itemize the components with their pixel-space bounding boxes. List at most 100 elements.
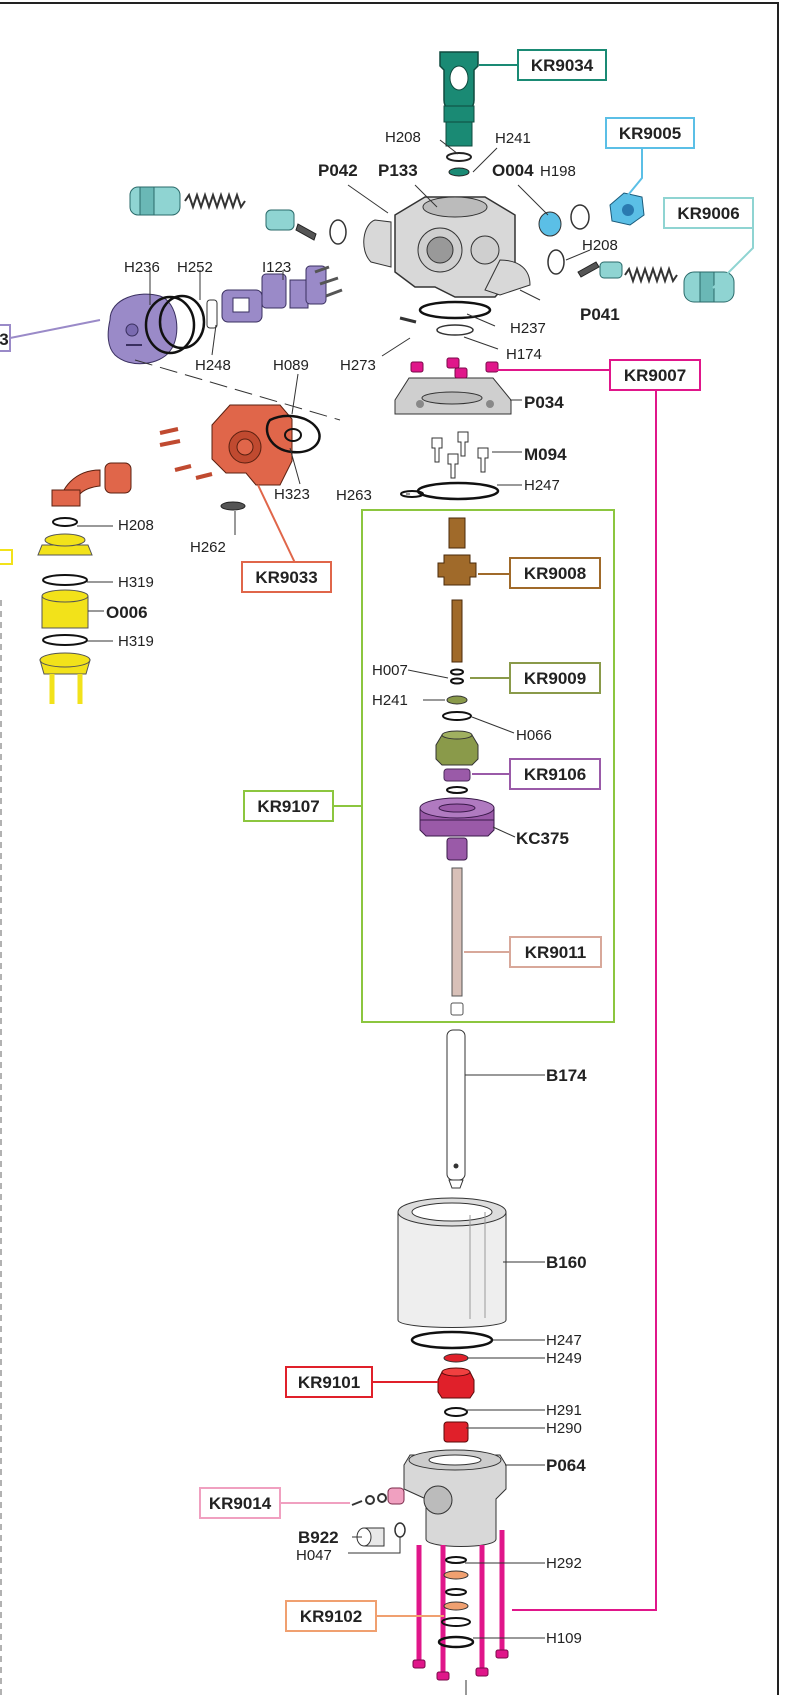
callout-kr9102: KR9102 (285, 1600, 377, 1632)
right-spring-assembly (547, 249, 735, 303)
callout-box (609, 359, 701, 391)
part-label-h247-bot: H247 (546, 1332, 582, 1349)
callout-label: KR9006 (677, 204, 739, 223)
callout-label: KR9034 (531, 56, 594, 75)
part-label-b922: B922 (298, 1528, 339, 1547)
part-label-b160: B160 (546, 1253, 587, 1272)
part-label-h198: H198 (540, 163, 576, 180)
part-label-m094: M094 (524, 445, 567, 464)
callout-box (241, 561, 332, 593)
part-label-h047: H047 (296, 1547, 332, 1564)
part-label-h262: H262 (190, 539, 226, 556)
callout-label: KR9106 (524, 765, 586, 784)
part-label-h273: H273 (340, 357, 376, 374)
part-label-h236: H236 (124, 259, 160, 276)
callout-label: KR9102 (300, 1607, 362, 1626)
elbow-housing-part (51, 404, 293, 511)
part-label-h291: H291 (546, 1402, 582, 1419)
part-label-p042: P042 (318, 161, 358, 180)
callout-label: KR9033 (255, 568, 317, 587)
callout-kr9005: KR9005 (605, 117, 695, 149)
tie-rods (416, 1530, 505, 1675)
callout-kr9034: KR9034 (517, 49, 607, 81)
part-label-h208-right: H208 (582, 237, 618, 254)
upper-plate-part (394, 377, 512, 415)
part-label-h007: H007 (372, 662, 408, 679)
yellow-manifold-part (37, 517, 93, 704)
callout-box (243, 790, 334, 822)
callout-kr9101: KR9101 (285, 1366, 373, 1398)
part-label-h263: H263 (336, 487, 372, 504)
part-label-h319-a: H319 (118, 574, 154, 591)
callout-kr9007: KR9007 (609, 359, 701, 391)
part-label-i123: I123 (262, 259, 291, 276)
valve-spool-parts (206, 265, 343, 329)
part-label-h089: H089 (273, 357, 309, 374)
callout-kr9008: KR9008 (509, 557, 601, 589)
callout-box (509, 758, 601, 790)
callout-kr9107: KR9107 (243, 790, 334, 822)
callout-label: KR9101 (298, 1373, 360, 1392)
callout-kr9106: KR9106 (509, 758, 601, 790)
part-label-h290: H290 (546, 1420, 582, 1437)
callout-box (517, 49, 607, 81)
lifting-eye-part (439, 51, 479, 177)
part-label-h109: H109 (546, 1630, 582, 1647)
callout-kr9033: KR9033 (241, 561, 332, 593)
callout-box (199, 1487, 281, 1519)
callout-kr9006: KR9006 (663, 197, 754, 229)
bleed-valve-parts (351, 1487, 405, 1506)
part-label-o004: O004 (492, 161, 534, 180)
magenta-plugs (410, 357, 499, 379)
callout-label: KR9014 (209, 1494, 272, 1513)
callout-kr9009: KR9009 (509, 662, 601, 694)
part-label-h241-top: H241 (495, 130, 531, 147)
part-label-h208-left: H208 (118, 517, 154, 534)
callout-box (663, 197, 754, 229)
callout-label: KR9009 (524, 669, 586, 688)
part-label-p064: P064 (546, 1456, 586, 1475)
callout-label: KR9011 (525, 943, 586, 962)
part-label-h174: H174 (506, 346, 542, 363)
callout-label: KR9107 (257, 797, 319, 816)
part-label-h248: H248 (195, 357, 231, 374)
part-label-p034: P034 (524, 393, 564, 412)
callout-label: KR9007 (624, 366, 686, 385)
callout-box (509, 557, 601, 589)
main-body-part (363, 196, 531, 298)
pilot-spool-part (437, 517, 477, 663)
callout-box (509, 662, 601, 694)
part-label-o006: O006 (106, 603, 148, 622)
part-label-h319-b: H319 (118, 633, 154, 650)
air-valve-cap (107, 293, 178, 365)
part-label-h247-top: H247 (524, 477, 560, 494)
cylinder-b160 (397, 1197, 507, 1328)
callout-label: KR9005 (619, 124, 681, 143)
part-label-h066: H066 (516, 727, 552, 744)
svg-text:3: 3 (0, 330, 9, 349)
left-spring-assembly (129, 186, 347, 245)
callout-box (605, 117, 695, 149)
part-label-h323: H323 (274, 486, 310, 503)
part-label-h241-mid: H241 (372, 692, 408, 709)
piston-rod-part (450, 867, 464, 1016)
callout-box (509, 936, 602, 968)
part-label-kc375: KC375 (516, 829, 569, 848)
piston-part (419, 797, 495, 861)
callout-box (285, 1366, 373, 1398)
callout-box (285, 1600, 377, 1632)
part-label-h237: H237 (510, 320, 546, 337)
callout-label: KR9008 (524, 564, 586, 583)
fitting-part (609, 192, 645, 226)
part-label-h292: H292 (546, 1555, 582, 1572)
part-label-h208-top: H208 (385, 129, 421, 146)
check-valve-seat (437, 1367, 475, 1399)
screws-m094 (431, 431, 489, 479)
part-label-p133: P133 (378, 161, 418, 180)
tube-b174 (446, 1029, 466, 1189)
callout-kr9011: KR9011 (509, 936, 602, 968)
callout-kr9014: KR9014 (199, 1487, 281, 1519)
plug-b922 (356, 1522, 406, 1547)
part-label-h252: H252 (177, 259, 213, 276)
